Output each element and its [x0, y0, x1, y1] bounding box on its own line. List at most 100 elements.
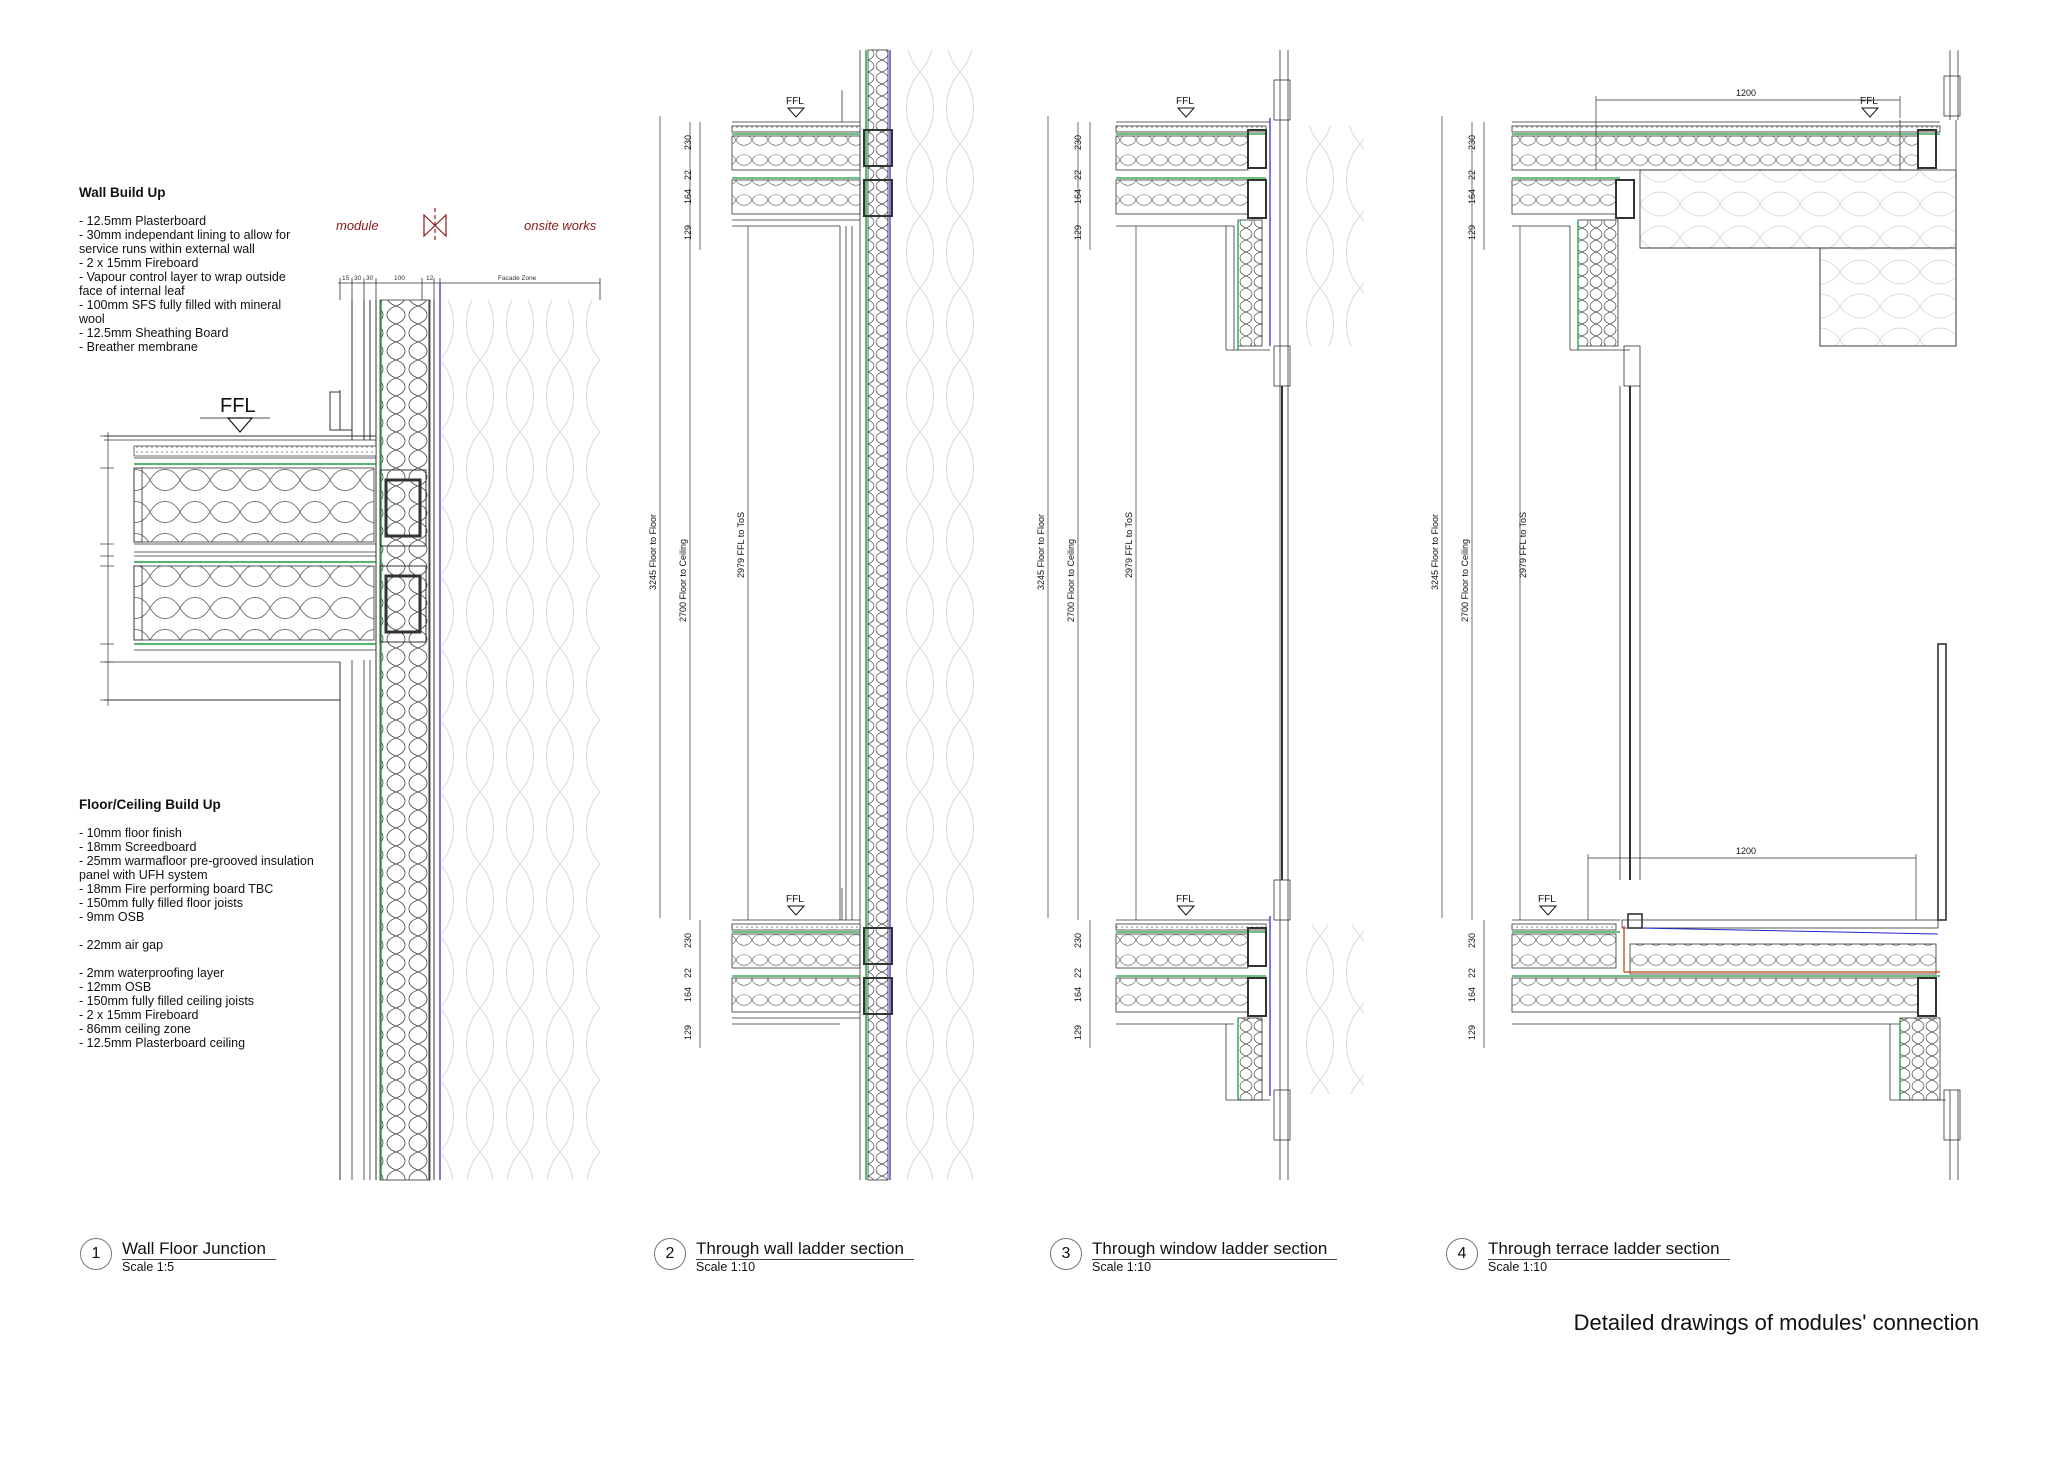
dim-129: 129	[683, 1025, 693, 1040]
dim-230: 230	[683, 135, 693, 150]
dim-1200-label: 1200	[1736, 88, 1756, 98]
detail-title: Through window ladder section	[1092, 1239, 1338, 1260]
detail-number: 3	[1050, 1238, 1082, 1270]
note-item: - 18mm Screedboard	[79, 840, 197, 854]
note-item: - 150mm fully filled ceiling joists	[79, 994, 255, 1008]
ffl-label: FFL	[1538, 894, 1556, 905]
module-zone-label: module	[336, 218, 379, 233]
lower-ceiling-cassette	[104, 551, 427, 1180]
detail-3-through-window-section: FFL FFL	[1115, 50, 1364, 1180]
ffl-label: FFL	[220, 395, 256, 417]
floor-to-ceiling-dim: 2700 Floor to Ceiling	[1460, 539, 1470, 622]
detail-title: Through terrace ladder section	[1488, 1239, 1730, 1260]
ffl-label: FFL	[786, 894, 804, 905]
ffl-marker-icon	[1538, 905, 1558, 916]
dim-129: 129	[1073, 225, 1083, 240]
ffl-to-tos-dim: 2979 FFL to ToS	[1518, 512, 1528, 578]
note-item: - 10mm floor finish	[79, 826, 182, 840]
dim-230: 230	[683, 933, 693, 948]
note-item: - 2 x 15mm Fireboard	[79, 1008, 199, 1022]
dim-230: 230	[1467, 933, 1477, 948]
note-item: - 12.5mm Plasterboard	[79, 214, 207, 228]
note-item: - 12.5mm Plasterboard ceiling	[79, 1036, 246, 1050]
ffl-label: FFL	[1176, 894, 1194, 905]
note-item: - 18mm Fire performing board TBC	[79, 882, 274, 896]
ffl-label: FFL	[786, 96, 804, 107]
page-caption: Detailed drawings of modules' connection	[1573, 1310, 1979, 1335]
facade-zone-label: Facade Zone	[498, 275, 537, 282]
dim-129: 129	[1073, 1025, 1083, 1040]
floor-build-up-title: Floor/Ceiling Build Up	[79, 797, 221, 812]
detail-1-wall-floor-junction: 15 30 30 100 12 Facade Zone	[100, 208, 601, 1181]
dim-label: 100	[394, 275, 405, 282]
note-item: - 86mm ceiling zone	[79, 1022, 191, 1036]
detail-scale: Scale 1:10	[1092, 1260, 1152, 1274]
ffl-marker-icon	[1176, 905, 1196, 916]
note-item: - 30mm independant lining to allow for s…	[79, 228, 294, 256]
ffl-marker-icon	[1860, 107, 1880, 118]
wall-build-up-title: Wall Build Up	[79, 185, 166, 200]
detail-scale: Scale 1:10	[1488, 1260, 1548, 1274]
floor-to-ceiling-dim: 2700 Floor to Ceiling	[678, 539, 688, 622]
section-dimension-chains	[659, 116, 1521, 1048]
note-item: - 2mm waterproofing layer	[79, 966, 225, 980]
onsite-works-zone-label: onsite works	[524, 218, 597, 233]
dim-164: 164	[683, 189, 693, 204]
dim-230: 230	[1073, 933, 1083, 948]
note-item: - 150mm fully filled floor joists	[79, 896, 243, 910]
note-item: - 12mm OSB	[79, 980, 152, 994]
dim-230: 230	[1467, 135, 1477, 150]
facade-zone	[442, 300, 600, 1180]
ffl-marker-icon	[786, 107, 806, 118]
detail-scale: Scale 1:10	[696, 1260, 756, 1274]
note-item: - 2 x 15mm Fireboard	[79, 256, 199, 270]
floor-to-floor-dim: 3245 Floor to Floor	[1036, 514, 1046, 590]
note-item: - 9mm OSB	[79, 910, 145, 924]
detail-scale: Scale 1:5	[122, 1260, 175, 1274]
dim-22: 22	[683, 170, 693, 180]
dim-129: 129	[1467, 1025, 1477, 1040]
dim-164: 164	[1073, 987, 1083, 1002]
note-item: - 25mm warmafloor pre-grooved insulation…	[79, 854, 318, 882]
note-item: - 12.5mm Sheathing Board	[79, 326, 229, 340]
note-item: - Vapour control layer to wrap outside f…	[79, 270, 290, 298]
dim-label: 15	[342, 275, 350, 282]
ffl-to-tos-dim: 2979 FFL to ToS	[736, 512, 746, 578]
wall-build-up-notes: Wall Build Up - 12.5mm Plasterboard - 30…	[79, 185, 309, 355]
dim-129: 129	[683, 225, 693, 240]
dim-164: 164	[1467, 987, 1477, 1002]
dim-230: 230	[1073, 135, 1083, 150]
left-dimension-chain	[100, 432, 114, 706]
floor-build-up-notes: Floor/Ceiling Build Up - 10mm floor fini…	[79, 797, 319, 1051]
dim-label: 30	[354, 275, 362, 282]
floor-to-floor-dim: 3245 Floor to Floor	[648, 514, 658, 590]
note-item: - Breather membrane	[79, 340, 198, 354]
dim-1200-label: 1200	[1736, 846, 1756, 856]
ffl-marker-icon	[786, 905, 806, 916]
ffl-marker-icon	[1176, 107, 1196, 118]
dim-164: 164	[683, 987, 693, 1002]
dim-164: 164	[1073, 189, 1083, 204]
detail-number: 2	[654, 1238, 686, 1270]
note-item: - 100mm SFS fully filled with mineral wo…	[79, 298, 285, 326]
note-item: - 22mm air gap	[79, 938, 164, 952]
dim-22: 22	[1467, 170, 1477, 180]
upper-floor-cassette	[104, 435, 427, 547]
ffl-label: FFL	[1176, 96, 1194, 107]
dim-164: 164	[1467, 189, 1477, 204]
dim-22: 22	[1073, 968, 1083, 978]
detail-2-through-wall-section: FFL FFL	[731, 49, 974, 1181]
dim-129: 129	[1467, 225, 1477, 240]
detail-title: Through wall ladder section	[696, 1239, 914, 1260]
detail-title: Wall Floor Junction	[122, 1239, 276, 1260]
dim-label: 12	[426, 275, 434, 282]
detail-number: 4	[1446, 1238, 1478, 1270]
detail-4-through-terrace-section: 1200 1200 FFL FFL	[1511, 50, 1961, 1180]
floor-to-ceiling-dim: 2700 Floor to Ceiling	[1066, 539, 1076, 622]
detail-number: 1	[80, 1238, 112, 1270]
ffl-to-tos-dim: 2979 FFL to ToS	[1124, 512, 1134, 578]
dim-label: 30	[366, 275, 374, 282]
ffl-label: FFL	[1860, 96, 1878, 107]
top-dimension-chain	[338, 278, 601, 300]
